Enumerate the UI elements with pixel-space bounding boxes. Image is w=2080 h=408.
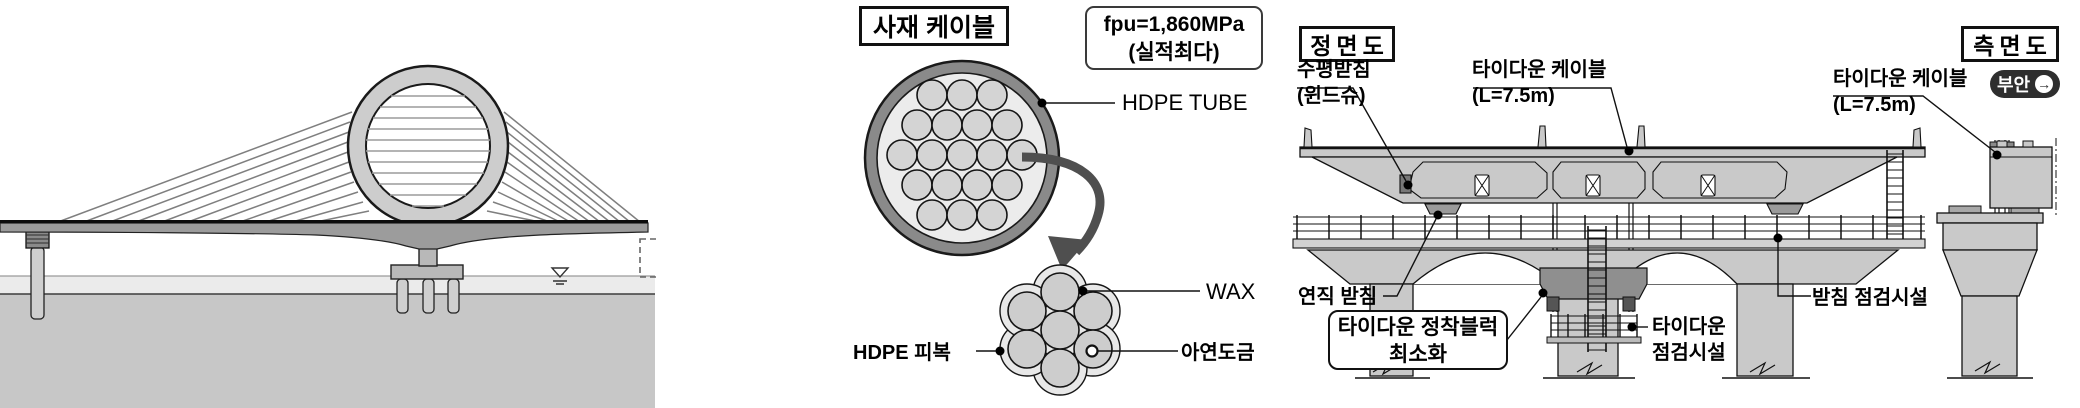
front-view — [1292, 87, 1926, 379]
side-girder — [1989, 140, 2053, 209]
horizontal-bearing-line2: (윈드슈) — [1297, 85, 1366, 107]
anchor-block-note: 타이다운 정착블럭 최소화 — [1328, 310, 1508, 370]
tiedown-inspection-platform — [1546, 314, 1642, 344]
ring-inner-cables — [366, 95, 490, 207]
pier-views-drawing — [1292, 87, 2057, 379]
access-ladder-right — [1886, 150, 1904, 239]
wax-label: WAX — [1206, 279, 1256, 304]
stay-cable-detail-drawing — [863, 59, 1200, 396]
tiedown-cable-label-side: 타이다운 케이블 (L=7.5m) — [1833, 66, 1967, 118]
wax-leader — [1078, 286, 1200, 296]
horizontal-bearing-label: 수평받침 (윈드슈) — [1297, 57, 1371, 109]
zoom-arrow-icon — [1021, 152, 1105, 270]
side-tiedown-cable-line1: 타이다운 케이블 — [1833, 68, 1968, 90]
tiedown-inspection-line1: 타이다운 — [1652, 316, 1726, 338]
clearance-dashed-box — [639, 238, 660, 278]
cable-spec-line1: fpu=1,860MPa — [1103, 13, 1245, 36]
strand-wires — [1007, 272, 1113, 388]
bridge-elevation-drawing — [0, 64, 660, 408]
manhole-marks — [1474, 174, 1716, 197]
vertical-bearing-label: 연직 받침 — [1298, 286, 1378, 308]
zinc-coating-label: 아연도금 — [1181, 342, 1255, 364]
cable-cross-section — [863, 59, 1061, 257]
front-view-leader-dots — [1403, 146, 1783, 332]
side-pier — [1936, 205, 2044, 377]
side-view-title: 측면도 — [1961, 26, 2059, 62]
box-girder — [1311, 156, 1898, 204]
water-level-symbol — [550, 267, 570, 285]
strand-detail — [999, 264, 1121, 396]
horizontal-bearing-line1: 수평받침 — [1297, 59, 1371, 81]
anchor-block-line2: 최소화 — [1389, 343, 1447, 366]
sheath-leader — [976, 346, 1005, 356]
side-view — [1833, 95, 2057, 379]
tiedown-anchor-block — [1539, 267, 1648, 300]
tiedown-ladder — [1587, 226, 1607, 352]
front-view-leaders — [1297, 87, 1811, 341]
anchor-block-line1: 타이다운 정착블럭 — [1337, 316, 1499, 339]
cable-panel-title: 사재 케이블 — [859, 6, 1009, 46]
tiedown-inspection-label: 타이다운 점검시설 — [1652, 314, 1726, 366]
pier-piles — [396, 278, 460, 314]
water-band — [0, 276, 655, 294]
girder-cells — [1408, 161, 1788, 199]
cable-spec-box: fpu=1,860MPa (실적최다) — [1085, 6, 1263, 70]
hdpe-sheath-label: HDPE 피복 — [853, 342, 951, 364]
ground-band — [0, 294, 655, 408]
direction-badge: 부안 → — [1990, 70, 2061, 98]
arrow-right-icon: → — [2035, 75, 2054, 93]
tiedown-inspection-line2: 점검시설 — [1652, 342, 1726, 364]
direction-badge-text: 부안 — [1997, 75, 2031, 95]
anchor-heads — [1546, 296, 1636, 312]
ring-pylon — [346, 64, 510, 228]
hdpe-tube-leader — [1037, 98, 1115, 108]
abutment-bearing — [25, 230, 50, 249]
front-view-title: 정면도 — [1299, 26, 1395, 62]
vertical-bearings — [1424, 203, 1804, 215]
stay-cables — [57, 111, 641, 223]
pier-footing — [390, 264, 464, 280]
cable-strands — [886, 79, 1038, 231]
deck-girder — [0, 222, 649, 250]
deck-fins — [1303, 125, 1922, 148]
bearing-inspection-label: 받침 점검시설 — [1812, 287, 1928, 309]
tiedown-cable-line2: (L=7.5m) — [1472, 85, 1555, 107]
hdpe-tube-label: HDPE TUBE — [1122, 90, 1248, 115]
side-view-leader — [1833, 95, 1996, 153]
tiedown-cable-label-front: 타이다운 케이블 (L=7.5m) — [1472, 57, 1606, 109]
side-tiedown-cable-line2: (L=7.5m) — [1833, 94, 1916, 116]
side-view-leader-dot — [1992, 150, 2002, 160]
inspection-walkway — [1292, 215, 1926, 249]
cable-spec-line2: (실적최다) — [1128, 41, 1220, 64]
abutment-pile — [30, 246, 45, 320]
zinc-leader — [1085, 344, 1178, 358]
tiedown-cable-line1: 타이다운 케이블 — [1472, 59, 1607, 81]
